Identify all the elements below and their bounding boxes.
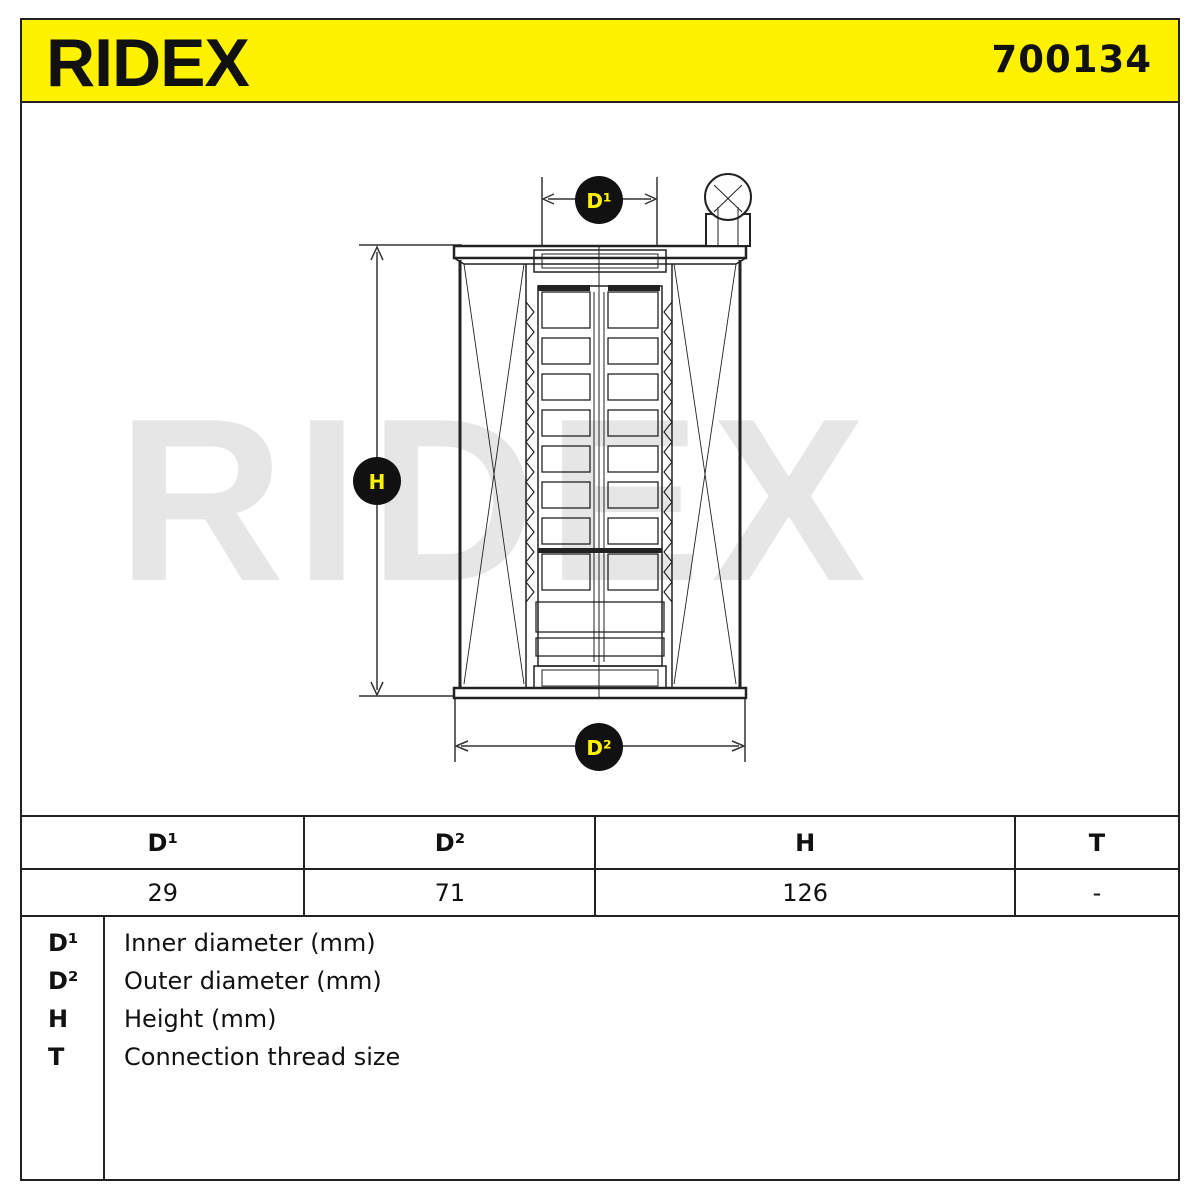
d2-label: D² xyxy=(586,736,611,760)
header-bar: RIDEX 700134 xyxy=(22,20,1178,103)
technical-drawing: RIDEX H D¹ xyxy=(22,103,1178,815)
legend-desc: Height (mm) xyxy=(124,1005,277,1033)
header-d1: D¹ xyxy=(22,815,306,870)
part-number: 700134 xyxy=(991,38,1152,81)
header-t: T xyxy=(1013,815,1178,870)
legend-key: D¹ xyxy=(48,929,79,957)
legend-item: D² Outer diameter (mm) xyxy=(22,967,1178,1005)
legend-desc: Connection thread size xyxy=(124,1043,401,1071)
value-d1: 29 xyxy=(22,868,306,917)
legend-key: T xyxy=(48,1043,65,1071)
specs-value-row: 29 71 126 - xyxy=(22,868,1178,917)
value-h: 126 xyxy=(594,868,1016,917)
d1-marker-icon xyxy=(575,176,623,224)
filter-element-drawing xyxy=(452,173,752,700)
product-sheet: RIDEX 700134 RIDEX H xyxy=(20,18,1180,1181)
value-t: - xyxy=(1013,868,1178,917)
d2-marker-icon xyxy=(575,723,623,771)
logo-text: RIDEX xyxy=(46,28,249,94)
legend-key: H xyxy=(48,1005,69,1033)
header-h: H xyxy=(594,815,1016,870)
legend-item: T Connection thread size xyxy=(22,1043,1178,1081)
legend-item: H Height (mm) xyxy=(22,1005,1178,1043)
ridex-logo: RIDEX xyxy=(46,28,250,94)
legend: D¹ Inner diameter (mm) D² Outer diameter… xyxy=(22,915,1178,1181)
legend-divider xyxy=(103,915,105,1181)
legend-desc: Inner diameter (mm) xyxy=(124,929,376,957)
d1-label: D¹ xyxy=(586,189,611,213)
legend-item: D¹ Inner diameter (mm) xyxy=(22,929,1178,967)
height-marker-icon xyxy=(353,457,401,505)
watermark-text: RIDEX xyxy=(117,371,876,630)
legend-desc: Outer diameter (mm) xyxy=(124,967,382,995)
specs-header-row: D¹ D² H T xyxy=(22,815,1178,870)
height-label: H xyxy=(369,470,386,494)
legend-key: D² xyxy=(48,967,79,995)
specs-table: D¹ D² H T 29 71 126 - xyxy=(22,815,1178,917)
header-d2: D² xyxy=(303,815,597,870)
value-d2: 71 xyxy=(303,868,597,917)
